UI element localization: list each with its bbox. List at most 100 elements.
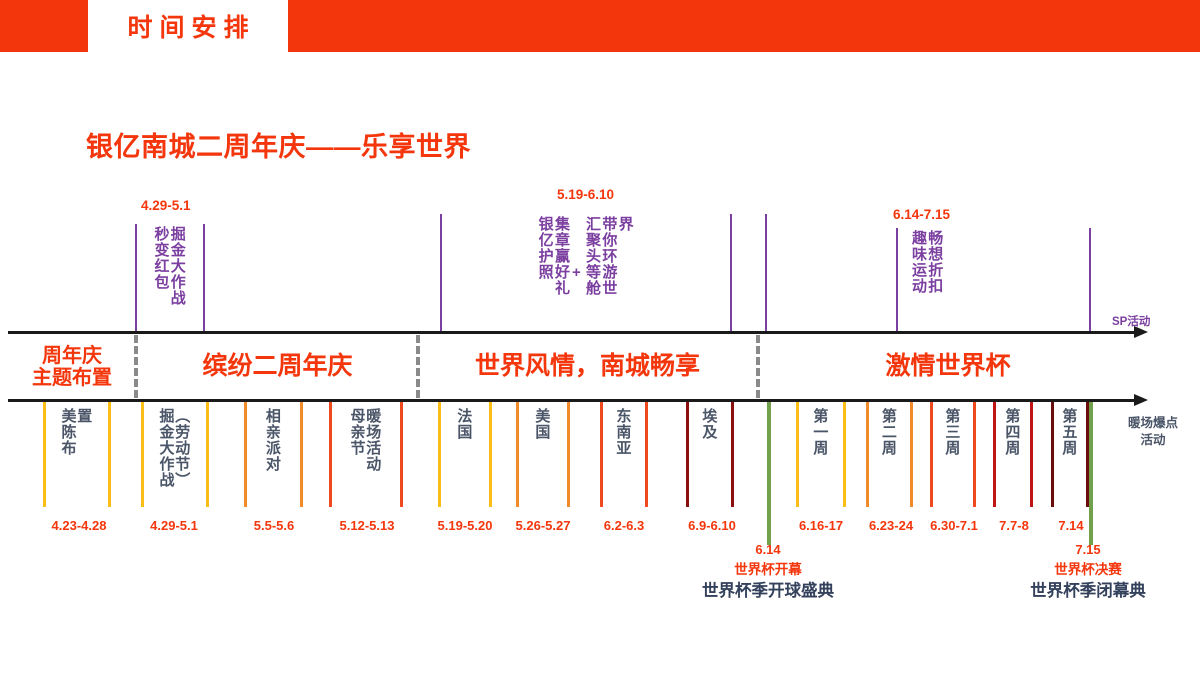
category-label: 缤纷二周年庆 <box>202 351 353 380</box>
event-label: 第二周 <box>866 408 910 508</box>
header-banner: 时间安排 <box>0 0 1200 52</box>
timeline-axis-bottom <box>8 399 1136 402</box>
warmup-axis-label-line1: 暖场爆点 <box>1127 416 1178 430</box>
sp-block-bar <box>896 228 898 331</box>
event-date: 6.2-6.3 <box>603 518 645 533</box>
event-date: 4.23-4.28 <box>51 518 107 533</box>
milestone-subtitle: 世界杯决赛 <box>1054 561 1122 577</box>
arrow-head-bottom-icon <box>1134 394 1148 406</box>
sp-block-bar <box>203 224 205 331</box>
sp-block-date: 5.19-6.10 <box>557 187 615 202</box>
event-bar <box>516 402 519 507</box>
category-label-line: 主题布置 <box>32 366 112 389</box>
milestone-title: 世界杯季开球盛典 <box>702 582 834 601</box>
event-label-column: 相亲派对 <box>263 408 281 472</box>
event-bar <box>993 402 996 507</box>
event-bar <box>206 402 209 507</box>
sp-block-text: 掘金大作战秒变红包 <box>135 226 203 329</box>
event-label-column: 第三周 <box>943 408 961 456</box>
event-date: 6.16-17 <box>798 518 844 533</box>
category-label: 世界风情，南城畅享 <box>474 351 700 380</box>
sp-block-text-column: 带你环游世 <box>600 216 618 296</box>
event-bar <box>930 402 933 507</box>
sp-block-bar <box>765 214 767 331</box>
event-label-column: 第五周 <box>1060 408 1078 456</box>
event-date: 5.26-5.27 <box>515 518 571 533</box>
event-bar <box>567 402 570 507</box>
event-label: 埃及 <box>686 408 731 508</box>
event-bar <box>141 402 144 507</box>
event-label-column: 东南亚 <box>614 408 632 456</box>
sp-block-bar <box>440 214 442 331</box>
event-bar <box>244 402 247 507</box>
event-label: 第一周 <box>796 408 843 508</box>
event-date: 5.5-5.6 <box>253 518 295 533</box>
event-bar <box>329 402 332 507</box>
event-date: 6.9-6.10 <box>688 518 736 533</box>
sp-axis-label: SP活动 <box>1112 316 1151 328</box>
event-label-column: 法国 <box>455 408 473 440</box>
event-bar <box>731 402 734 507</box>
sp-block-date: 4.29-5.1 <box>141 198 191 213</box>
event-bar <box>438 402 441 507</box>
event-label: （劳动节）掘金大作战 <box>141 408 206 508</box>
event-label-column: 置 <box>75 408 93 424</box>
event-label: 第四周 <box>993 408 1030 508</box>
event-label-column: 掘金大作战 <box>157 408 175 488</box>
event-bar <box>686 402 689 507</box>
event-bar <box>1030 402 1033 507</box>
event-bar <box>796 402 799 507</box>
sp-block-text-column: 银亿护照 <box>536 216 554 280</box>
sp-block-text: 畅想折扣趣味运动 <box>893 230 960 329</box>
event-bar <box>910 402 913 507</box>
milestone-title: 世界杯季闭幕典 <box>1030 582 1146 601</box>
event-bar <box>1051 402 1054 507</box>
event-label: 东南亚 <box>600 408 645 508</box>
sp-block-date: 6.14-7.15 <box>893 207 951 222</box>
event-bar <box>973 402 976 507</box>
category-label: 激情世界杯 <box>885 351 1011 380</box>
sp-block-bar <box>730 214 732 331</box>
event-date: 4.29-5.1 <box>150 518 198 533</box>
event-label: 暖场活动母亲节 <box>329 408 400 508</box>
milestone-bar <box>1089 402 1093 545</box>
event-date: 7.7-8 <box>999 518 1029 533</box>
sp-block-text-column: 汇聚头等舱 <box>584 216 602 296</box>
event-label-column: 美陈布 <box>59 408 77 456</box>
event-bar <box>600 402 603 507</box>
event-date: 5.12-5.13 <box>339 518 395 533</box>
arrow-head-top-icon <box>1134 326 1148 338</box>
event-bar <box>400 402 403 507</box>
event-bar <box>300 402 303 507</box>
milestone-note: 7.15 世界杯决赛世界杯季闭幕典 <box>980 541 1196 604</box>
event-label-column: 美国 <box>533 408 551 440</box>
event-label-column: 第四周 <box>1003 408 1021 456</box>
event-label: 相亲派对 <box>244 408 300 508</box>
timeline-axis-top <box>8 331 1136 334</box>
sp-block-text: 界带你环游世汇聚头等舱+集章赢好礼银亿护照 <box>440 216 730 329</box>
event-label-column: 第一周 <box>811 408 829 456</box>
category-divider <box>134 335 138 398</box>
event-label-column: 埃及 <box>700 408 718 440</box>
sp-block-text-column: 趣味运动 <box>910 230 927 294</box>
event-bar <box>43 402 46 507</box>
sp-block-text-column: + <box>571 263 582 281</box>
event-bar <box>843 402 846 507</box>
sp-block-text-column: 界 <box>616 216 634 232</box>
event-bar <box>1086 402 1089 507</box>
category-label: 周年庆主题布置 <box>8 334 136 399</box>
milestone-date: 6.14 <box>755 542 781 557</box>
event-label-column: 第二周 <box>879 408 897 456</box>
event-bar <box>866 402 869 507</box>
category-divider <box>756 335 760 398</box>
milestone-subtitle: 世界杯开幕 <box>734 561 802 577</box>
sp-block-text-column: 掘金大作战 <box>168 226 186 306</box>
sp-block-bar <box>1089 228 1091 331</box>
event-label-column: （劳动节） <box>173 408 191 488</box>
sp-block-text-column: 集章赢好礼 <box>552 216 570 296</box>
event-label-column: 母亲节 <box>348 408 366 456</box>
event-bar <box>645 402 648 507</box>
milestone-date: 7.15 <box>1075 542 1101 557</box>
event-date: 7.14 <box>1058 518 1084 533</box>
